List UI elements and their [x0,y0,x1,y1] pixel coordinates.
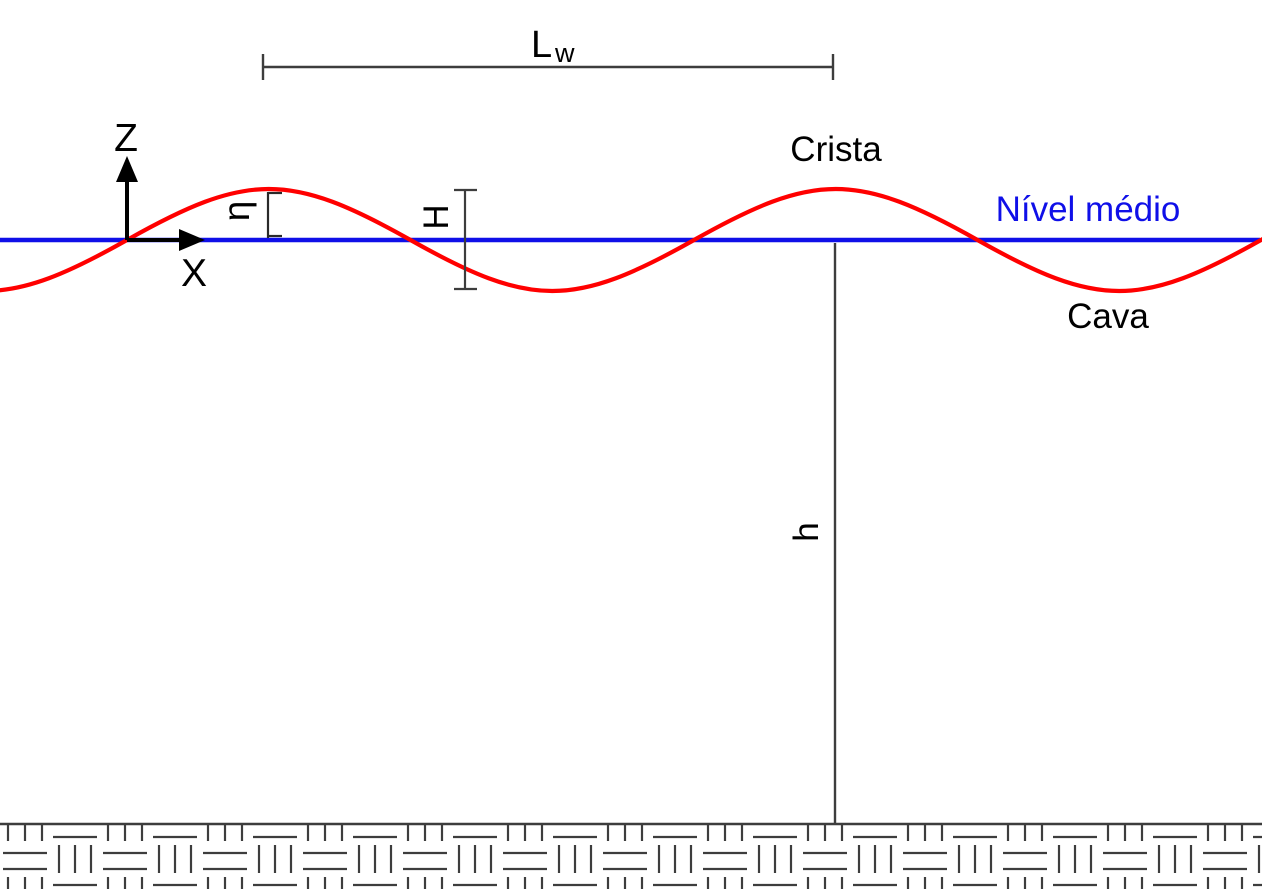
wavelength-subscript: w [554,38,575,68]
seabed-hatch [0,823,1262,889]
x-axis-label: X [181,252,207,295]
x-axis-arrowhead-icon [179,229,205,251]
water-depth-label: h [787,522,826,541]
coordinate-axes [116,156,205,251]
trough-label: Cava [1067,297,1149,336]
crest-label: Crista [790,130,882,169]
wave-height-label: H [417,204,456,229]
wavelength-label: L [531,24,552,66]
wave-height-dimension [454,188,477,291]
wavelength-dimension [261,54,835,80]
z-axis-arrowhead-icon [116,156,138,182]
eta-dimension [266,191,282,238]
surface-elevation-label: η [216,201,257,222]
mean-level-label: Nível médio [996,190,1181,229]
z-axis-label: Z [114,117,138,160]
